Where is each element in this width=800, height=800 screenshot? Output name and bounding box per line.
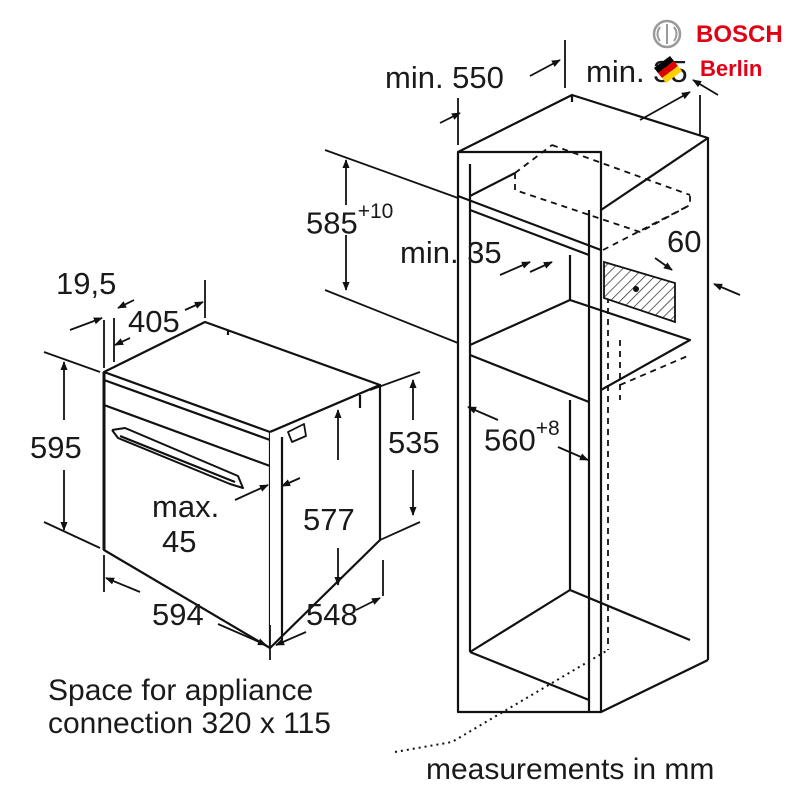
logo-brand: BOSCH <box>696 21 783 48</box>
label-handle-depth: 405 <box>128 304 180 339</box>
connection-note-line1: Space for appliance <box>48 674 314 707</box>
label-niche-width: 560+8 <box>484 418 560 458</box>
cabinet <box>456 93 710 714</box>
niche-height-value: 585 <box>306 205 358 241</box>
label-panel-thickness: 19,5 <box>56 266 117 301</box>
vent-block <box>603 260 676 324</box>
label-gap-max-value: 45 <box>162 524 197 559</box>
label-oven-depth: 548 <box>306 597 358 632</box>
niche-width-value: 560 <box>484 422 536 458</box>
dimension-lines <box>43 40 741 660</box>
connection-note-line2: connection 320 x 115 <box>48 707 331 740</box>
logo-mark <box>652 19 682 83</box>
units-note: measurements in mm <box>426 753 715 786</box>
logo-city: Berlin <box>700 56 763 81</box>
label-oven-width: 594 <box>152 597 204 632</box>
label-oven-height: 595 <box>30 430 82 465</box>
label-body-height: 535 <box>388 425 440 460</box>
flag-red-stripe <box>658 61 678 78</box>
label-shelf-gap-min: min. 35 <box>400 235 502 270</box>
niche-height-tolerance: +10 <box>357 200 394 223</box>
flag-black-stripe <box>654 56 674 73</box>
label-niche-width-min: min. 550 <box>385 60 504 95</box>
label-gap-max: max. <box>152 489 220 524</box>
hidden-edges <box>514 144 691 650</box>
label-vent-depth: 60 <box>667 224 702 259</box>
cabinet-front <box>456 150 603 714</box>
flag-gold-stripe <box>662 66 682 83</box>
niche-width-tolerance: +8 <box>535 417 560 440</box>
connection-pointer <box>394 649 609 753</box>
connection-note: Space for appliance connection 320 x 115 <box>48 674 331 740</box>
label-body-height-front: 577 <box>303 502 355 537</box>
oven <box>102 320 382 650</box>
bosch-berlin-logo: BOSCH Berlin <box>650 18 795 84</box>
label-niche-height: 585+10 <box>306 201 393 241</box>
